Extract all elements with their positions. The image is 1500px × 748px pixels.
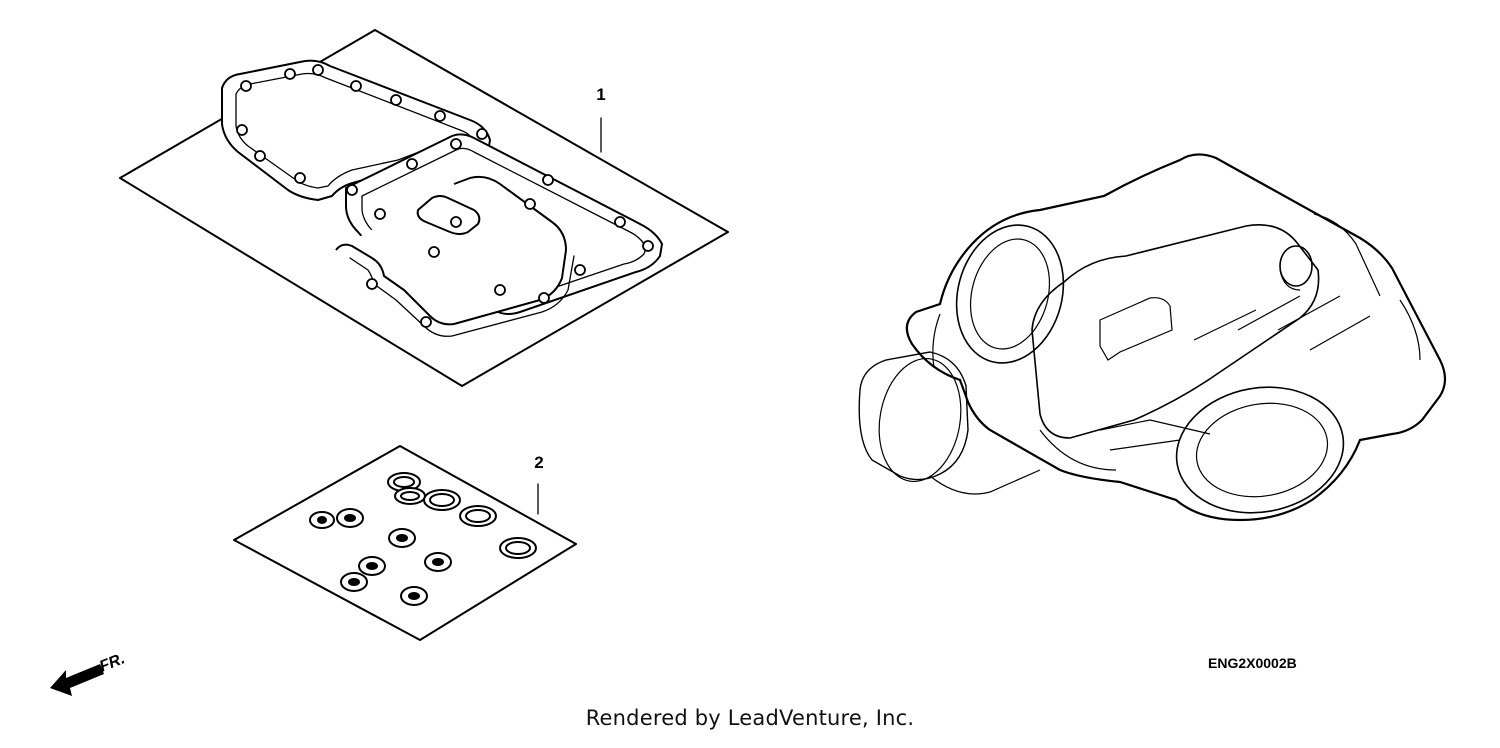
reference-code: ENG2X0002B: [1208, 655, 1297, 671]
seals: [309, 508, 452, 606]
inner-gasket: [335, 175, 567, 326]
gasket-kit-a[interactable]: 1: [119, 29, 729, 387]
engine-illustration: [858, 153, 1447, 522]
gasket-sheet-2: [233, 445, 577, 641]
callout-number-1: 1: [596, 85, 605, 104]
o-rings: [387, 472, 537, 559]
bolt-holes: [236, 64, 654, 328]
front-direction-arrow: FR.: [50, 650, 127, 696]
footer-credit: Rendered by LeadVenture, Inc.: [585, 706, 915, 730]
gasket-kit-b[interactable]: 2: [233, 445, 577, 641]
small-gasket: [416, 195, 481, 235]
front-label: FR.: [97, 650, 127, 675]
callout-number-2: 2: [534, 453, 543, 472]
